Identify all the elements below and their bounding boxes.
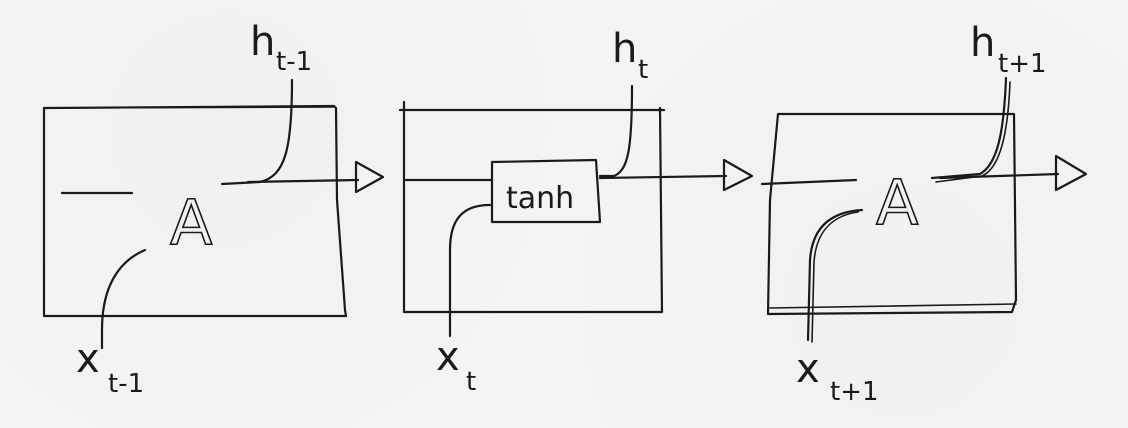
cell-3-input-label: x <box>796 346 820 392</box>
cell-1-output-label: h <box>250 19 275 65</box>
cell-2-output-curve <box>598 84 634 178</box>
cell-2-input-curve <box>448 203 492 338</box>
cell-3-output-curve-retrace <box>935 81 1011 183</box>
cell-3-output-curve <box>930 76 1008 180</box>
cell-3-arrow-line <box>938 172 1060 180</box>
cell-1-input-curve <box>100 248 147 350</box>
cell-2-input-label: x <box>436 334 460 380</box>
cell-3-input-sub: t+1 <box>830 377 879 407</box>
cell-3-arrow-head <box>1054 154 1088 192</box>
cell-1-output-curve <box>220 78 294 186</box>
cell-2-arrow-head <box>722 158 754 192</box>
cell-2-input-sub: t <box>466 367 476 397</box>
cell-2: tanh <box>398 84 754 338</box>
cell-3: A <box>760 76 1088 343</box>
cell-1-input-sub: t-1 <box>108 369 144 399</box>
cell-2-tanh-box <box>490 158 602 224</box>
cell-3-bottom-double <box>769 303 1017 309</box>
cell-1-box-top-overshoot <box>43 106 335 109</box>
cell-1-output-sub: t-1 <box>276 47 312 77</box>
cell-1-arrow-head <box>354 160 385 194</box>
cell-2-output-label: h <box>612 26 637 72</box>
cell-3-input-curve <box>806 208 864 342</box>
cell-3-output-label: h <box>970 20 995 66</box>
cell-2-gate-label: tanh <box>506 181 574 216</box>
cell-2-arrow-line <box>598 174 728 180</box>
cell-3-box <box>766 112 1018 316</box>
cell-3-incoming-line <box>760 178 858 186</box>
cell-3-letter: A <box>876 166 918 239</box>
cell-1-arrow-line <box>246 178 360 184</box>
cell-1: A <box>42 78 385 350</box>
cell-3-input-curve-retrace <box>811 211 859 343</box>
cell-1-input-label: x <box>76 336 100 382</box>
cell-3-output-sub: t+1 <box>998 49 1047 79</box>
cell-1-letter: A <box>170 186 212 259</box>
cell-2-box <box>398 100 666 314</box>
cell-2-output-sub: t <box>638 55 648 85</box>
